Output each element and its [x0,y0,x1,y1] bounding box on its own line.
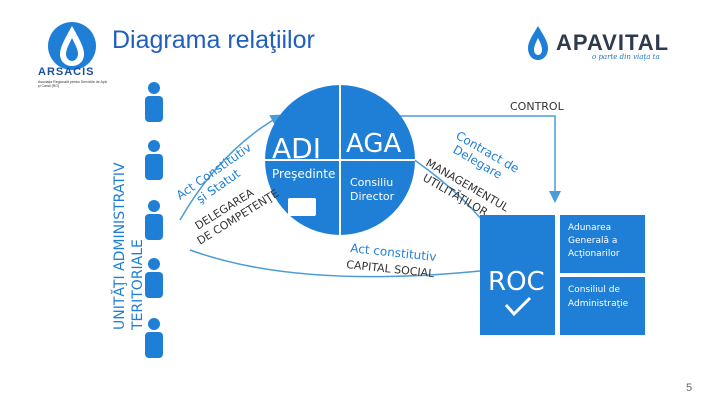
person-icon [145,258,163,298]
ca-roc-box [560,277,645,335]
roc-title: ROC [488,267,545,297]
roc-box1-line2: Generală a [568,236,617,246]
uat-label-line2: TERITORIALE [130,239,146,330]
uat-vertical-label: UNITĂŢI ADMINISTRATIV TERITORIALE [110,162,146,330]
relations-diagram: ADI Preşedinte AGA Consiliu Director Act… [174,85,645,335]
roc-box [480,215,555,335]
page-title: Diagrama relaţiilor [112,26,315,54]
arsacis-logo [48,22,96,70]
arrow-uat-to-adi [179,114,283,221]
apavital-name: APAVITAL [556,30,669,55]
arsacis-mini-logo [288,198,316,216]
person-icon [145,140,163,180]
uat-label-line1: UNITĂŢI ADMINISTRATIV [110,162,128,330]
arrow-control [380,115,561,203]
person-icon [145,200,163,240]
arsacis-tagline: Asociaţia Regională pentru Serviciile de… [38,80,107,88]
roc-box1-line3: Acţionarilor [568,249,620,259]
person-icon [145,318,163,358]
check-icon [504,296,532,317]
board-line1: Consiliu [350,176,393,189]
board-line2: Director [350,190,395,203]
arsacis-name: ARSACIS [38,66,95,78]
roc-box2-line1: Consiliul de [568,285,620,295]
person-icon [145,82,163,122]
label-control: CONTROL [510,100,565,113]
apavital-tagline: o parte din viaţa ta [592,53,660,61]
roc-box2-line2: Administraţie [568,299,629,309]
apavital-logo: APAVITAL [528,26,669,60]
adi-president: Preşedinte [272,167,335,181]
aga-title: AGA [346,129,401,159]
page-number: 5 [686,382,693,394]
adi-title: ADI [272,132,321,165]
person-figures [145,82,163,358]
aga-roc-box [560,215,645,273]
arrow-uat-to-roc [189,249,493,278]
roc-box1-line1: Adunarea [568,223,611,233]
